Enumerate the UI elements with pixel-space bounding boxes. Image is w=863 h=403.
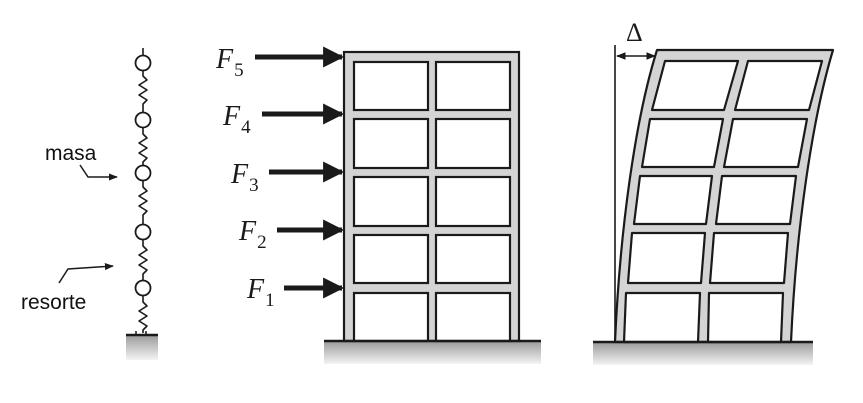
force-label-f2: F2	[238, 216, 267, 253]
force-label-f4: F4	[222, 101, 251, 138]
spring-mass-model: masa resorte	[21, 48, 158, 360]
mass-leader-arrow	[79, 164, 118, 181]
frame-with-forces: F5 F4 F3 F2 F1	[215, 44, 541, 364]
spring-model-ground	[126, 335, 158, 360]
deformed-frame-ground	[593, 342, 813, 365]
frame-openings	[352, 60, 512, 343]
deformed-frame-openings	[622, 59, 824, 344]
force-arrows	[255, 46, 345, 299]
spring-icon	[138, 70, 148, 333]
mass-label: masa	[45, 142, 97, 165]
spring-leader-arrow	[58, 262, 114, 284]
force-labels: F5 F4 F3 F2 F1	[215, 44, 275, 311]
force-label-f5: F5	[215, 44, 244, 81]
spring-label: resorte	[21, 291, 86, 314]
force-label-f3: F3	[230, 159, 259, 196]
deformed-frame: Δ	[593, 18, 835, 365]
force-label-f1: F1	[246, 274, 275, 311]
frame-ground	[324, 341, 541, 364]
displacement-label: Δ	[626, 18, 643, 47]
mass-icon	[134, 54, 152, 297]
